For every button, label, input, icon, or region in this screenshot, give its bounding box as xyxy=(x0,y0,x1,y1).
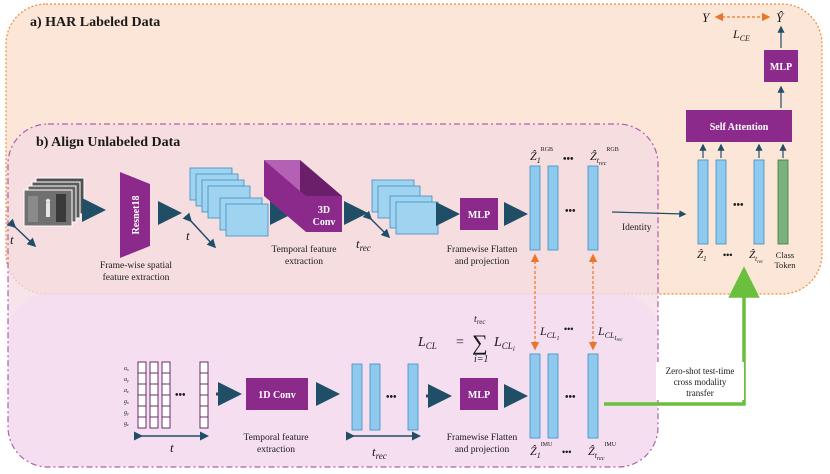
conv3d-block xyxy=(264,160,342,232)
temporal-imu-caption-2: extraction xyxy=(257,445,295,455)
z-imu-bottom-dots: ••• xyxy=(562,447,571,457)
svg-text:ay: ay xyxy=(124,377,129,383)
imu-feature-dots: ••• xyxy=(386,392,397,403)
z-rgb-1-label: Ẑ1RGB xyxy=(530,147,553,165)
z-hat-column-last xyxy=(753,159,765,245)
t-label-imu: t xyxy=(170,440,174,455)
self-attention-label: Self Attention xyxy=(710,122,769,133)
conv3d-label-2: Conv xyxy=(313,217,336,228)
identity-label: Identity xyxy=(622,223,652,233)
trec-label-rgb: trec xyxy=(356,236,371,253)
flatten-caption-imu-2: and projection xyxy=(455,445,510,455)
svg-text:gz: gz xyxy=(124,421,129,427)
z-rgb-trec-label: ẐtrecRGB xyxy=(590,147,619,167)
z-hat-1-label: Ẑ1 xyxy=(697,249,707,263)
z-rgb-column-last xyxy=(587,165,599,251)
z-imu-dots: ••• xyxy=(565,392,576,403)
temporal-imu-caption-1: Temporal feature xyxy=(243,432,308,443)
l-ce-label: LCE xyxy=(732,27,750,43)
resnet-label: Resnet18 xyxy=(131,196,142,235)
zero-shot-caption-2: cross modality xyxy=(674,377,727,387)
mlp-head-block xyxy=(764,50,798,82)
imu-feature-column-1 xyxy=(351,363,363,431)
trec-axis-rgb xyxy=(362,210,391,239)
imu-channel-labels: ax ay az gx gy gz xyxy=(124,366,129,427)
z-imu-1-label: Ẑ1IMU xyxy=(530,442,553,460)
har-title: a) HAR Labeled Data xyxy=(30,15,160,30)
zero-shot-box xyxy=(656,362,744,400)
class-token-column xyxy=(777,159,789,245)
z-hat-column-2 xyxy=(715,159,727,245)
svg-text:i=1: i=1 xyxy=(474,354,489,365)
conv1d-label: 1D Conv xyxy=(258,390,296,401)
temporal-caption-1: Temporal feature xyxy=(271,244,336,255)
l-cl-1-label: LCL1 xyxy=(539,324,559,342)
spatial-caption-1: Frame-wise spatial xyxy=(100,261,172,271)
mlp-rgb-block xyxy=(460,198,498,230)
z-rgb-top-dots: ••• xyxy=(563,154,574,165)
y-hat-label: Ŷ xyxy=(776,10,785,25)
z-rgb-column-1 xyxy=(529,165,541,251)
conv3d-label-1: 3D xyxy=(318,205,330,216)
y-label: Y xyxy=(702,10,711,25)
mlp-imu-block xyxy=(460,378,498,410)
mlp-rgb-label: MLP xyxy=(468,210,490,221)
svg-text:trec: trec xyxy=(474,314,486,326)
zero-shot-caption-1: Zero-shot test-time xyxy=(666,366,735,376)
svg-text:ax: ax xyxy=(124,366,129,372)
align-title: b) Align Unlabeled Data xyxy=(36,135,180,150)
imu-dots: ••• xyxy=(175,390,186,401)
z-hat-bottom-dots: ••• xyxy=(723,250,732,260)
imu-feature-column-2 xyxy=(369,363,381,431)
identity-arrow xyxy=(611,210,687,218)
svg-text:∑: ∑ xyxy=(472,330,488,355)
z-imu-column-last xyxy=(587,353,599,439)
t-axis-video xyxy=(6,218,37,248)
t-label-features: t xyxy=(186,228,190,243)
resnet-block xyxy=(120,172,150,258)
temporal-feature-maps xyxy=(371,179,439,235)
flatten-caption-imu-1: Framewise Flatten xyxy=(447,433,518,443)
mlp-imu-label: MLP xyxy=(468,390,490,401)
l-cl-equation: LCL = ∑ trec i=1 LCLi xyxy=(417,314,515,365)
zero-shot-transfer-path xyxy=(604,266,760,406)
z-imu-trec-label: ẐtrecIMU xyxy=(588,442,617,462)
spatial-caption-2: feature extraction xyxy=(103,272,170,283)
z-hat-trec-label: Ẑtrec xyxy=(749,249,764,265)
z-hat-dots: ••• xyxy=(733,200,744,211)
z-rgb-column-2 xyxy=(547,165,559,251)
flatten-caption-rgb-2: and projection xyxy=(455,257,510,267)
self-attention-block xyxy=(686,110,792,142)
mlp-head-label: MLP xyxy=(770,62,792,73)
spatial-feature-maps xyxy=(189,167,269,237)
l-cl-trec-label: LCLtrec xyxy=(597,324,623,343)
trec-label-imu: trec xyxy=(372,444,387,461)
z-hat-column-1 xyxy=(697,159,709,245)
svg-text:az: az xyxy=(124,388,129,394)
svg-text:gx: gx xyxy=(124,399,129,405)
svg-text:=: = xyxy=(456,335,464,350)
t-axis-features xyxy=(182,212,217,249)
conv1d-block xyxy=(246,378,308,410)
imu-grid xyxy=(137,361,209,429)
video-frames-icon xyxy=(23,177,85,227)
z-rgb-dots: ••• xyxy=(565,206,576,217)
t-label-video: t xyxy=(10,232,14,247)
zero-shot-caption-3: transfer xyxy=(686,388,713,398)
z-imu-column-1 xyxy=(529,353,541,439)
align-lower-tint xyxy=(9,294,657,466)
svg-text:LCL: LCL xyxy=(417,335,437,351)
l-cl-dots: ••• xyxy=(564,324,573,334)
imu-feature-column-last xyxy=(407,363,419,431)
class-token-label-1: Class xyxy=(776,250,794,260)
class-token-label-2: Token xyxy=(774,260,796,270)
svg-text:LCLi: LCLi xyxy=(493,335,515,353)
flatten-caption-rgb-1: Framewise Flatten xyxy=(447,245,518,255)
temporal-caption-2: extraction xyxy=(285,257,323,267)
z-imu-column-2 xyxy=(547,353,559,439)
svg-text:gy: gy xyxy=(124,410,129,416)
